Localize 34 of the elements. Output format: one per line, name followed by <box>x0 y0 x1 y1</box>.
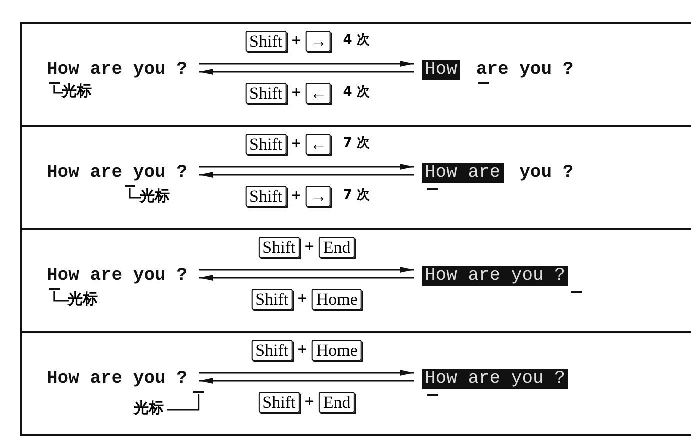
leader-line <box>129 188 141 199</box>
cursor-label: 光标 <box>134 399 164 417</box>
edge-label: Shift + End <box>256 236 357 258</box>
cursor-label: 光标 <box>62 82 92 100</box>
leader-line <box>54 291 69 302</box>
edge-label: Shift + End <box>256 391 357 413</box>
edge-label: Shift + → 7 次 <box>244 185 370 207</box>
sentence-text: How are you ? <box>47 59 188 81</box>
sentence-text: How are you ? <box>47 162 188 184</box>
selected-sentence-text: How are you ? <box>422 162 574 184</box>
edge-label: Shift + ← 4 次 <box>244 82 370 104</box>
selected-sentence-text: How are you ? <box>422 265 568 287</box>
cursor-label: 光标 <box>68 290 98 308</box>
sentence-text: How are you ? <box>47 265 188 287</box>
edge-label: Shift + Home <box>250 288 364 310</box>
cursor-label: 光标 <box>140 187 170 205</box>
arrow <box>199 370 414 376</box>
edge-label: Shift + ← 7 次 <box>244 133 370 155</box>
arrow <box>199 378 414 384</box>
arrow <box>199 275 414 281</box>
edge-label: Shift + Home <box>250 339 364 361</box>
sentence-text: How are you ? <box>47 368 188 390</box>
arrow <box>199 267 414 273</box>
table-row <box>20 331 691 436</box>
arrow <box>199 69 414 75</box>
edge-label: Shift + → 4 次 <box>244 30 370 52</box>
leader-line <box>54 85 63 94</box>
arrow <box>199 61 414 67</box>
arrow <box>199 172 414 178</box>
arrow <box>199 164 414 170</box>
selected-sentence-text: How are you ? <box>422 368 568 390</box>
leader-line <box>167 394 200 411</box>
selected-sentence-text: How are you ? <box>422 59 574 81</box>
table-row <box>20 22 691 127</box>
